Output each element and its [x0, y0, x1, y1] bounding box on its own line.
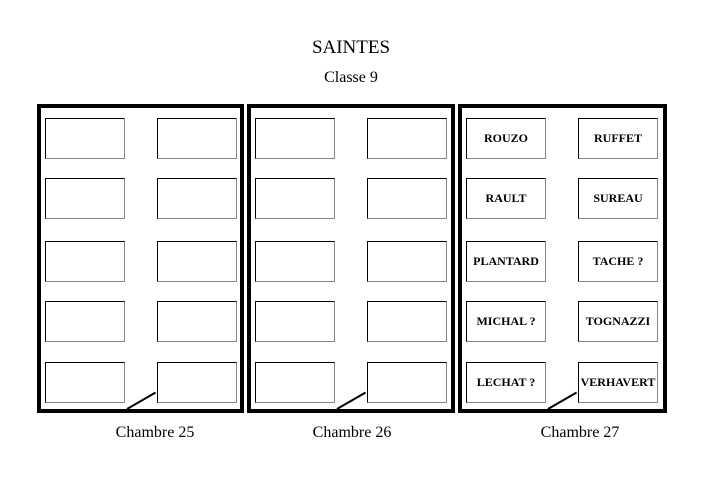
desk[interactable] — [157, 301, 237, 342]
desk[interactable] — [157, 241, 237, 282]
room-label: Chambre 25 — [115, 424, 195, 441]
room-2 — [247, 104, 455, 413]
desk[interactable] — [45, 118, 125, 159]
door-line — [336, 391, 367, 410]
class-subtitle: Classe 9 — [324, 69, 378, 86]
room-1 — [37, 104, 244, 413]
desk[interactable]: TACHE ? — [578, 241, 658, 282]
room-label: Chambre 26 — [312, 424, 392, 441]
desk[interactable]: SUREAU — [578, 178, 658, 219]
desk[interactable] — [255, 362, 335, 403]
desk[interactable] — [367, 301, 447, 342]
desk[interactable] — [157, 362, 237, 403]
desk[interactable] — [157, 178, 237, 219]
desk[interactable] — [45, 362, 125, 403]
desk[interactable] — [367, 241, 447, 282]
diagram-title: SAINTES — [311, 37, 391, 58]
desk[interactable]: PLANTARD — [466, 241, 546, 282]
desk[interactable] — [157, 118, 237, 159]
room-label: Chambre 27 — [540, 424, 620, 441]
desk[interactable] — [367, 178, 447, 219]
door-line — [547, 391, 578, 410]
desk[interactable]: RAULT — [466, 178, 546, 219]
desk[interactable] — [45, 178, 125, 219]
desk[interactable] — [255, 178, 335, 219]
door-line — [126, 391, 157, 410]
desk[interactable] — [367, 362, 447, 403]
desk[interactable]: ROUZO — [466, 118, 546, 159]
desk[interactable] — [45, 301, 125, 342]
desk[interactable]: RUFFET — [578, 118, 658, 159]
desk[interactable]: VERHAVERT — [578, 362, 658, 403]
desk[interactable] — [255, 118, 335, 159]
desk[interactable] — [255, 241, 335, 282]
desk[interactable] — [367, 118, 447, 159]
room-3: ROUZO RUFFET RAULT SUREAU PLANTARD TACHE ? MIC… — [458, 104, 667, 413]
desk[interactable]: TOGNAZZI — [578, 301, 658, 342]
desk[interactable]: MICHAL ? — [466, 301, 546, 342]
desk[interactable]: LECHAT ? — [466, 362, 546, 403]
desk[interactable] — [45, 241, 125, 282]
desk[interactable] — [255, 301, 335, 342]
